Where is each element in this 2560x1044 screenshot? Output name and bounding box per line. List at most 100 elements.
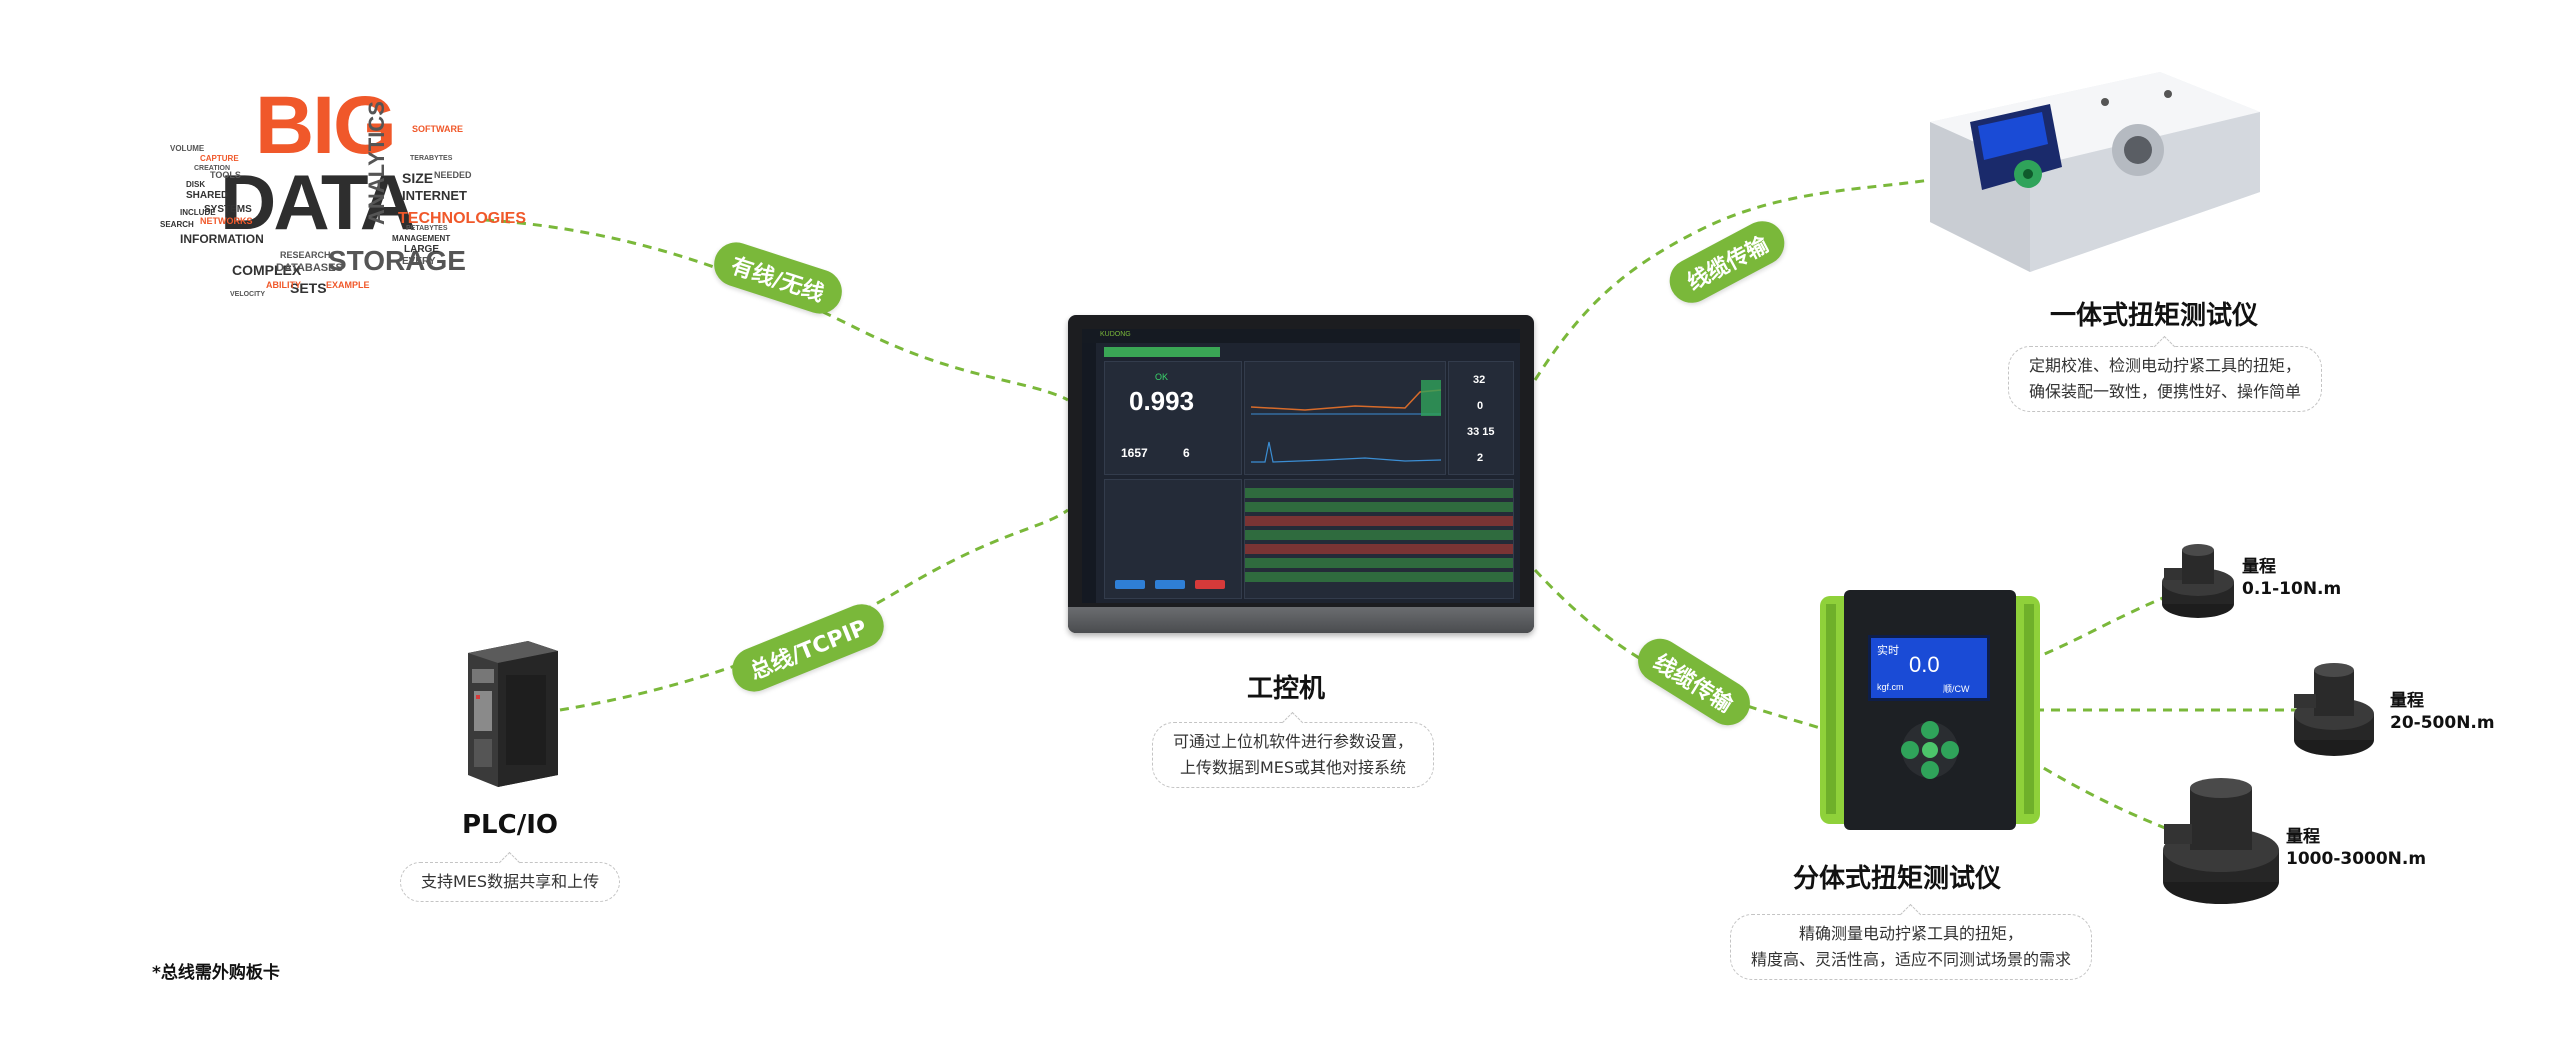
sensor-medium — [2294, 663, 2374, 756]
footnote: *总线需外购板卡 — [152, 963, 280, 983]
connector-tester1 — [1533, 178, 1931, 381]
sensor-large-range-title: 量程 — [2286, 827, 2320, 847]
sensor-large-range: 1000-3000N.m — [2286, 849, 2427, 869]
table-row — [1245, 558, 1513, 568]
split-tester-desc-line1: 精确测量电动拧紧工具的扭矩， — [1799, 924, 2024, 943]
monitor-chin — [1068, 607, 1534, 633]
word-software: SOFTWARE — [412, 124, 463, 134]
screen-button-3 — [1195, 580, 1225, 589]
word-complex: COMPLEX — [232, 262, 302, 278]
integrated-torque-tester — [1930, 72, 2260, 272]
sensor-large — [2163, 778, 2279, 904]
integrated-tester-desc: 定期校准、检测电动拧紧工具的扭矩， 确保装配一致性，便携性好、操作简单 — [2008, 346, 2323, 412]
lcd-mode: 实时 — [1877, 645, 1899, 657]
table-row — [1245, 502, 1513, 512]
connector-bigdata — [484, 218, 1069, 402]
word-creation: CREATION — [194, 165, 231, 172]
word-internet: INTERNET — [402, 188, 467, 203]
word-disk: DISK — [186, 180, 206, 189]
chart-panel — [1244, 361, 1446, 475]
split-tester-body — [1820, 590, 2040, 830]
word-shared: SHARED — [186, 190, 229, 201]
sensor-small-range: 0.1-10N.m — [2242, 579, 2342, 599]
sensor-medium-range-title: 量程 — [2390, 691, 2424, 711]
records-table — [1244, 479, 1514, 599]
big-word: BIG — [255, 80, 397, 171]
word-large: LARGE — [404, 244, 439, 255]
plc-device — [468, 641, 558, 787]
word-sets: SETS — [290, 280, 327, 296]
count-total: 1657 — [1121, 446, 1148, 460]
stats-panel: 32 0 33 15 2 — [1448, 361, 1514, 475]
industrial-pc-monitor: KUDONG OK 0.993 1657 6 32 0 33 15 2 — [1068, 315, 1534, 633]
lcd-unit: kgf.cm — [1877, 682, 1904, 692]
word-information: INFORMATION — [180, 232, 264, 246]
plc-title: PLC/IO — [462, 810, 558, 840]
split-torque-tester: 实时 0.0 kgf.cm 顺/CW — [1820, 590, 2040, 830]
screen-status-bar — [1104, 347, 1220, 357]
sensor-medium-range: 20-500N.m — [2390, 713, 2495, 733]
screen-button-2 — [1155, 580, 1185, 589]
integrated-tester-title: 一体式扭矩测试仪 — [2050, 301, 2259, 331]
word-networks: NETWORKS — [200, 216, 253, 226]
industrial-pc-desc-line2: 上传数据到MES或其他对接系统 — [1179, 758, 1407, 777]
sensor-small-label: 量程 0.1-10N.m — [2242, 556, 2341, 600]
split-tester-desc: 精确测量电动拧紧工具的扭矩， 精度高、灵活性高，适应不同测试场景的需求 — [1730, 914, 2093, 980]
industrial-pc-desc: 可通过上位机软件进行参数设置， 上传数据到MES或其他对接系统 — [1152, 722, 1435, 788]
word-technologies: TECHNOLOGIES — [398, 210, 527, 227]
table-row — [1245, 530, 1513, 540]
torque-curve-chart — [1250, 380, 1442, 463]
screen-sidebar — [1082, 343, 1096, 603]
sensor-medium-label: 量程 20-500N.m — [2390, 690, 2495, 734]
word-tools: TOOLS — [210, 170, 241, 180]
sensor-small-range-title: 量程 — [2242, 557, 2276, 577]
big-data-word-cloud: BIG DATA ANALYTICS TECHNOLOGIES STORAGE … — [140, 80, 526, 315]
sensor-small — [2162, 544, 2234, 618]
lcd-direction: 顺/CW — [1943, 684, 1970, 694]
word-size: SIZE — [402, 170, 434, 186]
integrated-tester-desc-line1: 定期校准、检测电动拧紧工具的扭矩， — [2029, 356, 2302, 375]
table-row — [1245, 544, 1513, 554]
word-databases: DATABASES — [276, 262, 343, 274]
plc-desc-text: 支持MES数据共享和上传 — [421, 872, 600, 891]
reading-panel: OK 0.993 1657 6 — [1104, 361, 1242, 475]
software-screen: KUDONG OK 0.993 1657 6 32 0 33 15 2 — [1082, 329, 1520, 603]
industrial-pc-title: 工控机 — [1247, 674, 1326, 704]
stat-2: 0 — [1477, 400, 1484, 412]
word-petabytes: PETABYTES — [406, 225, 448, 232]
word-management: MANAGEMENT — [392, 234, 451, 243]
integrated-tester-desc-line2: 确保装配一致性，便携性好、操作简单 — [2029, 382, 2302, 401]
table-row — [1245, 488, 1513, 498]
settings-panel — [1104, 479, 1242, 599]
stat-3: 33 15 — [1467, 426, 1495, 438]
sensor-large-label: 量程 1000-3000N.m — [2286, 826, 2426, 870]
industrial-pc-desc-line1: 可通过上位机软件进行参数设置， — [1173, 732, 1414, 751]
word-every: EVERY — [402, 256, 436, 267]
split-tester-lcd: 实时 0.0 kgf.cm 顺/CW — [1868, 635, 1990, 701]
reading-status: OK — [1155, 372, 1169, 382]
screen-brand: KUDONG — [1100, 331, 1131, 338]
word-capture: CAPTURE — [200, 154, 239, 163]
torque-reading: 0.993 — [1129, 386, 1195, 416]
connector-sensor3 — [2029, 758, 2171, 832]
connector-plc — [559, 508, 1069, 712]
word-search: SEARCH — [160, 220, 194, 229]
screen-button-1 — [1115, 580, 1145, 589]
word-needed: NEEDED — [434, 170, 472, 180]
lcd-value: 0.0 — [1909, 652, 1940, 677]
plc-desc: 支持MES数据共享和上传 — [400, 862, 621, 902]
word-storage: STORAGE — [328, 245, 466, 276]
count-ng: 6 — [1183, 446, 1190, 460]
word-volume: VOLUME — [170, 144, 205, 153]
word-terabytes: TERABYTES — [410, 155, 453, 162]
word-ability: ABILITY — [266, 280, 301, 290]
split-tester-desc-line2: 精度高、灵活性高，适应不同测试场景的需求 — [1751, 950, 2072, 969]
table-row — [1245, 572, 1513, 582]
word-analytics: ANALYTICS — [364, 101, 389, 225]
screen-titlebar: KUDONG — [1082, 329, 1520, 343]
connector-sensor1 — [2029, 593, 2171, 662]
word-example: EXAMPLE — [326, 280, 370, 290]
stat-1: 32 — [1473, 374, 1486, 386]
stat-4: 2 — [1477, 452, 1484, 464]
split-tester-title: 分体式扭矩测试仪 — [1793, 864, 2002, 894]
